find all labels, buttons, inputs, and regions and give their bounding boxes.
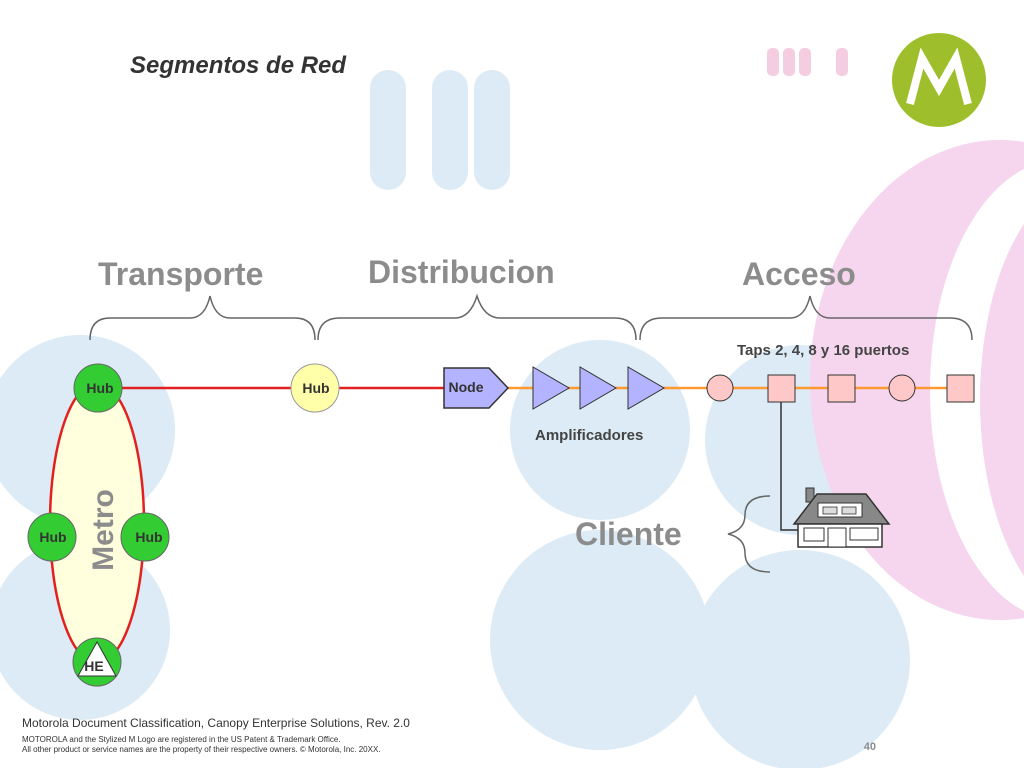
client-brace: [727, 495, 771, 573]
background-pink-marks: [767, 48, 848, 76]
amplifier-3: [627, 366, 665, 410]
hub-top-circle: [73, 363, 123, 413]
hub-transport-circle: [290, 363, 340, 413]
tap-1: [767, 374, 796, 403]
node-shape: [443, 367, 510, 409]
segment-client-label: Cliente: [575, 516, 682, 552]
tap-2: [827, 374, 856, 403]
amplifiers: [532, 366, 665, 410]
tap-3: [946, 374, 975, 403]
node-label: Node: [449, 379, 484, 395]
drop-line: [780, 402, 800, 531]
hub-right-circle: [120, 512, 170, 562]
amplifier-1: [532, 366, 570, 410]
he-triangle: [77, 640, 117, 677]
segment-distribution-label: Distribucion: [368, 254, 555, 290]
house-icon: [792, 487, 891, 548]
hub-left-circle: [27, 512, 77, 562]
footer-trademark: MOTOROLA and the Stylized M Logo are reg…: [22, 735, 341, 744]
segment-transport-label: Transporte: [98, 256, 264, 292]
he-label: HE: [84, 658, 103, 674]
slide-title: Segmentos de Red: [130, 52, 347, 79]
footer-copyright: All other product or service names are t…: [22, 745, 381, 754]
splitter-2: [888, 374, 916, 402]
segment-access-label: Acceso: [742, 256, 856, 292]
metro-label: Metro: [87, 489, 120, 571]
page-number: 40: [863, 741, 876, 753]
segment-braces: [89, 293, 973, 573]
hub-right-label: Hub: [135, 529, 162, 545]
hub-left-label: Hub: [39, 529, 66, 545]
footer-classification: Motorola Document Classification, Canopy…: [22, 716, 410, 730]
hub-top-label: Hub: [86, 380, 113, 396]
hub-transport-label: Hub: [302, 380, 329, 396]
amplifiers-label: Amplificadores: [535, 427, 644, 444]
motorola-logo: [892, 33, 986, 127]
background-circles: [0, 70, 910, 770]
splitter-1: [706, 374, 734, 402]
taps: [706, 374, 975, 403]
taps-label: Taps 2, 4, 8 y 16 puertos: [737, 342, 910, 359]
amplifier-2: [579, 366, 617, 410]
